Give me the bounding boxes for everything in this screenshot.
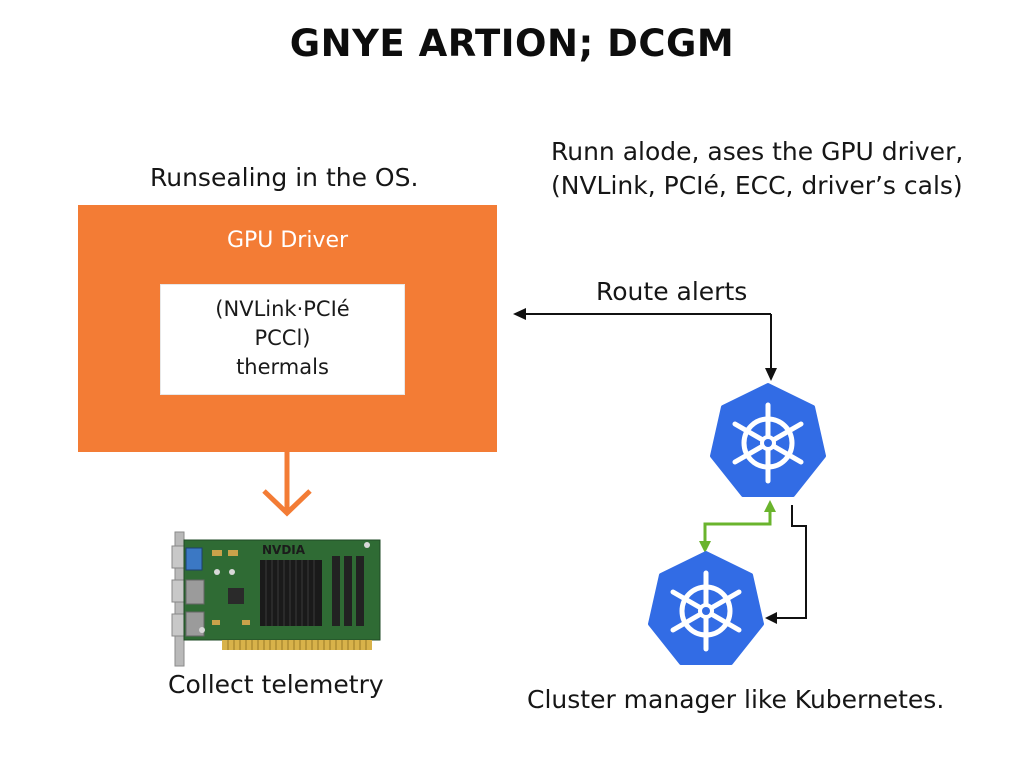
kubernetes-icon-bottom (648, 551, 764, 665)
driver-description-line-2: (NVLink, PCIé, ECC, driver’s cals) (551, 171, 963, 200)
route-alerts-label: Route alerts (596, 277, 748, 306)
cluster-manager-label: Cluster manager like Kubernetes. (527, 685, 945, 714)
diagram-title: GNYE ARTION; DCGM (289, 22, 735, 65)
os-caption: Runsealing in the OS. (150, 163, 419, 192)
driver-description-line-1: Runn alode, ases the GPU driver, (551, 137, 964, 166)
driver-detail-line-3: thermals (236, 355, 329, 379)
collect-telemetry-label: Collect telemetry (168, 670, 384, 699)
driver-description: Runn alode, ases the GPU driver, (NVLink… (551, 135, 963, 203)
gpu-driver-label: GPU Driver (226, 228, 349, 253)
driver-detail-line-1: (NVLink·PCIé (215, 297, 350, 321)
green-connector-arrow (699, 500, 776, 553)
gpu-card-brand: NVDIA (262, 543, 306, 557)
route-alerts-arrow (513, 308, 777, 381)
kubernetes-icon-top (710, 383, 826, 497)
driver-details-box (160, 284, 405, 395)
black-connector-arrow (765, 505, 807, 624)
driver-detail-line-2: PCCl) (254, 326, 311, 350)
gpu-card-image: NVDIA (171, 531, 381, 667)
orange-down-arrow (262, 452, 312, 517)
